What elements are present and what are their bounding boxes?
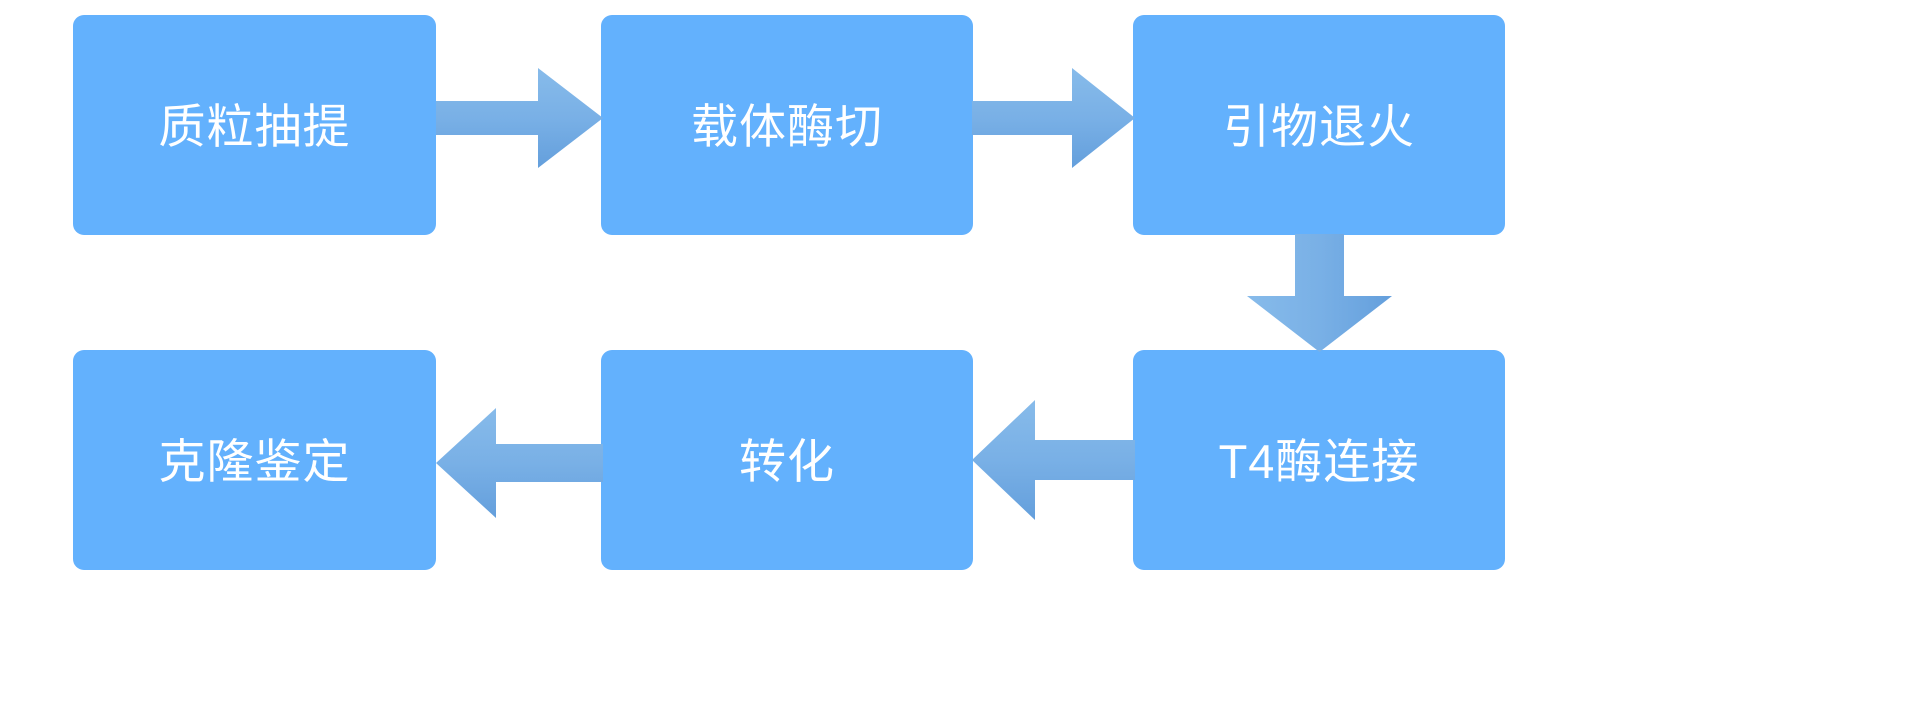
flow-node-label: 引物退火 [1223, 99, 1415, 153]
flow-node-vector-digestion[interactable]: 载体酶切 [601, 15, 973, 235]
arrow-left-shape [972, 400, 1135, 520]
flow-node-label: 克隆鉴定 [158, 434, 351, 488]
arrow-left-shape [436, 408, 603, 518]
flow-node-label: T4酶连接 [1218, 434, 1420, 488]
arrow-right-shape [436, 68, 603, 168]
flow-node-label: 转化 [739, 434, 835, 488]
flow-node-t4-ligation[interactable]: T4酶连接 [1133, 350, 1505, 570]
flow-node-transformation[interactable]: 转化 [601, 350, 973, 570]
arrow-right-connector-1 [436, 68, 603, 168]
flow-node-label: 载体酶切 [691, 99, 883, 153]
flow-node-plasmid-extraction[interactable]: 质粒抽提 [73, 15, 436, 235]
arrow-right-connector-2 [972, 68, 1135, 168]
arrow-left-connector-4 [972, 400, 1135, 520]
arrow-down-connector-3 [1247, 234, 1392, 352]
flow-node-primer-annealing[interactable]: 引物退火 [1133, 15, 1505, 235]
flow-node-clone-identification[interactable]: 克隆鉴定 [73, 350, 436, 570]
arrow-right-shape [972, 68, 1135, 168]
flow-node-label: 质粒抽提 [158, 99, 351, 153]
arrow-down-shape [1247, 234, 1392, 352]
arrow-left-connector-5 [436, 408, 603, 518]
